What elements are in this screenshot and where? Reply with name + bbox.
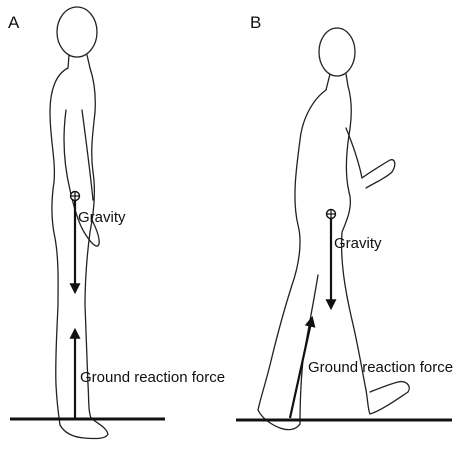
walking-gravity-label: Gravity	[334, 235, 382, 252]
walking-ground-reaction-label: Ground reaction force	[308, 359, 453, 376]
standing-foot-outline	[60, 418, 108, 439]
walking-leading-foot-outline	[366, 382, 409, 414]
standing-center-of-mass-icon	[71, 192, 80, 201]
panel-b: B Gravity Ground rea	[236, 13, 453, 430]
standing-head	[57, 7, 97, 57]
walking-head	[319, 28, 355, 76]
walking-trailing-leg-inner	[300, 275, 318, 424]
panel-a: A Gravity Ground reaction force	[8, 7, 225, 439]
standing-front-outline	[85, 68, 95, 418]
panel-a-label: A	[8, 13, 20, 32]
walking-arm-outline	[346, 128, 395, 188]
walking-center-of-mass-icon	[327, 210, 336, 219]
standing-gravity-label: Gravity	[78, 209, 126, 226]
panel-b-label: B	[250, 13, 261, 32]
standing-ground-reaction-label: Ground reaction force	[80, 369, 225, 386]
